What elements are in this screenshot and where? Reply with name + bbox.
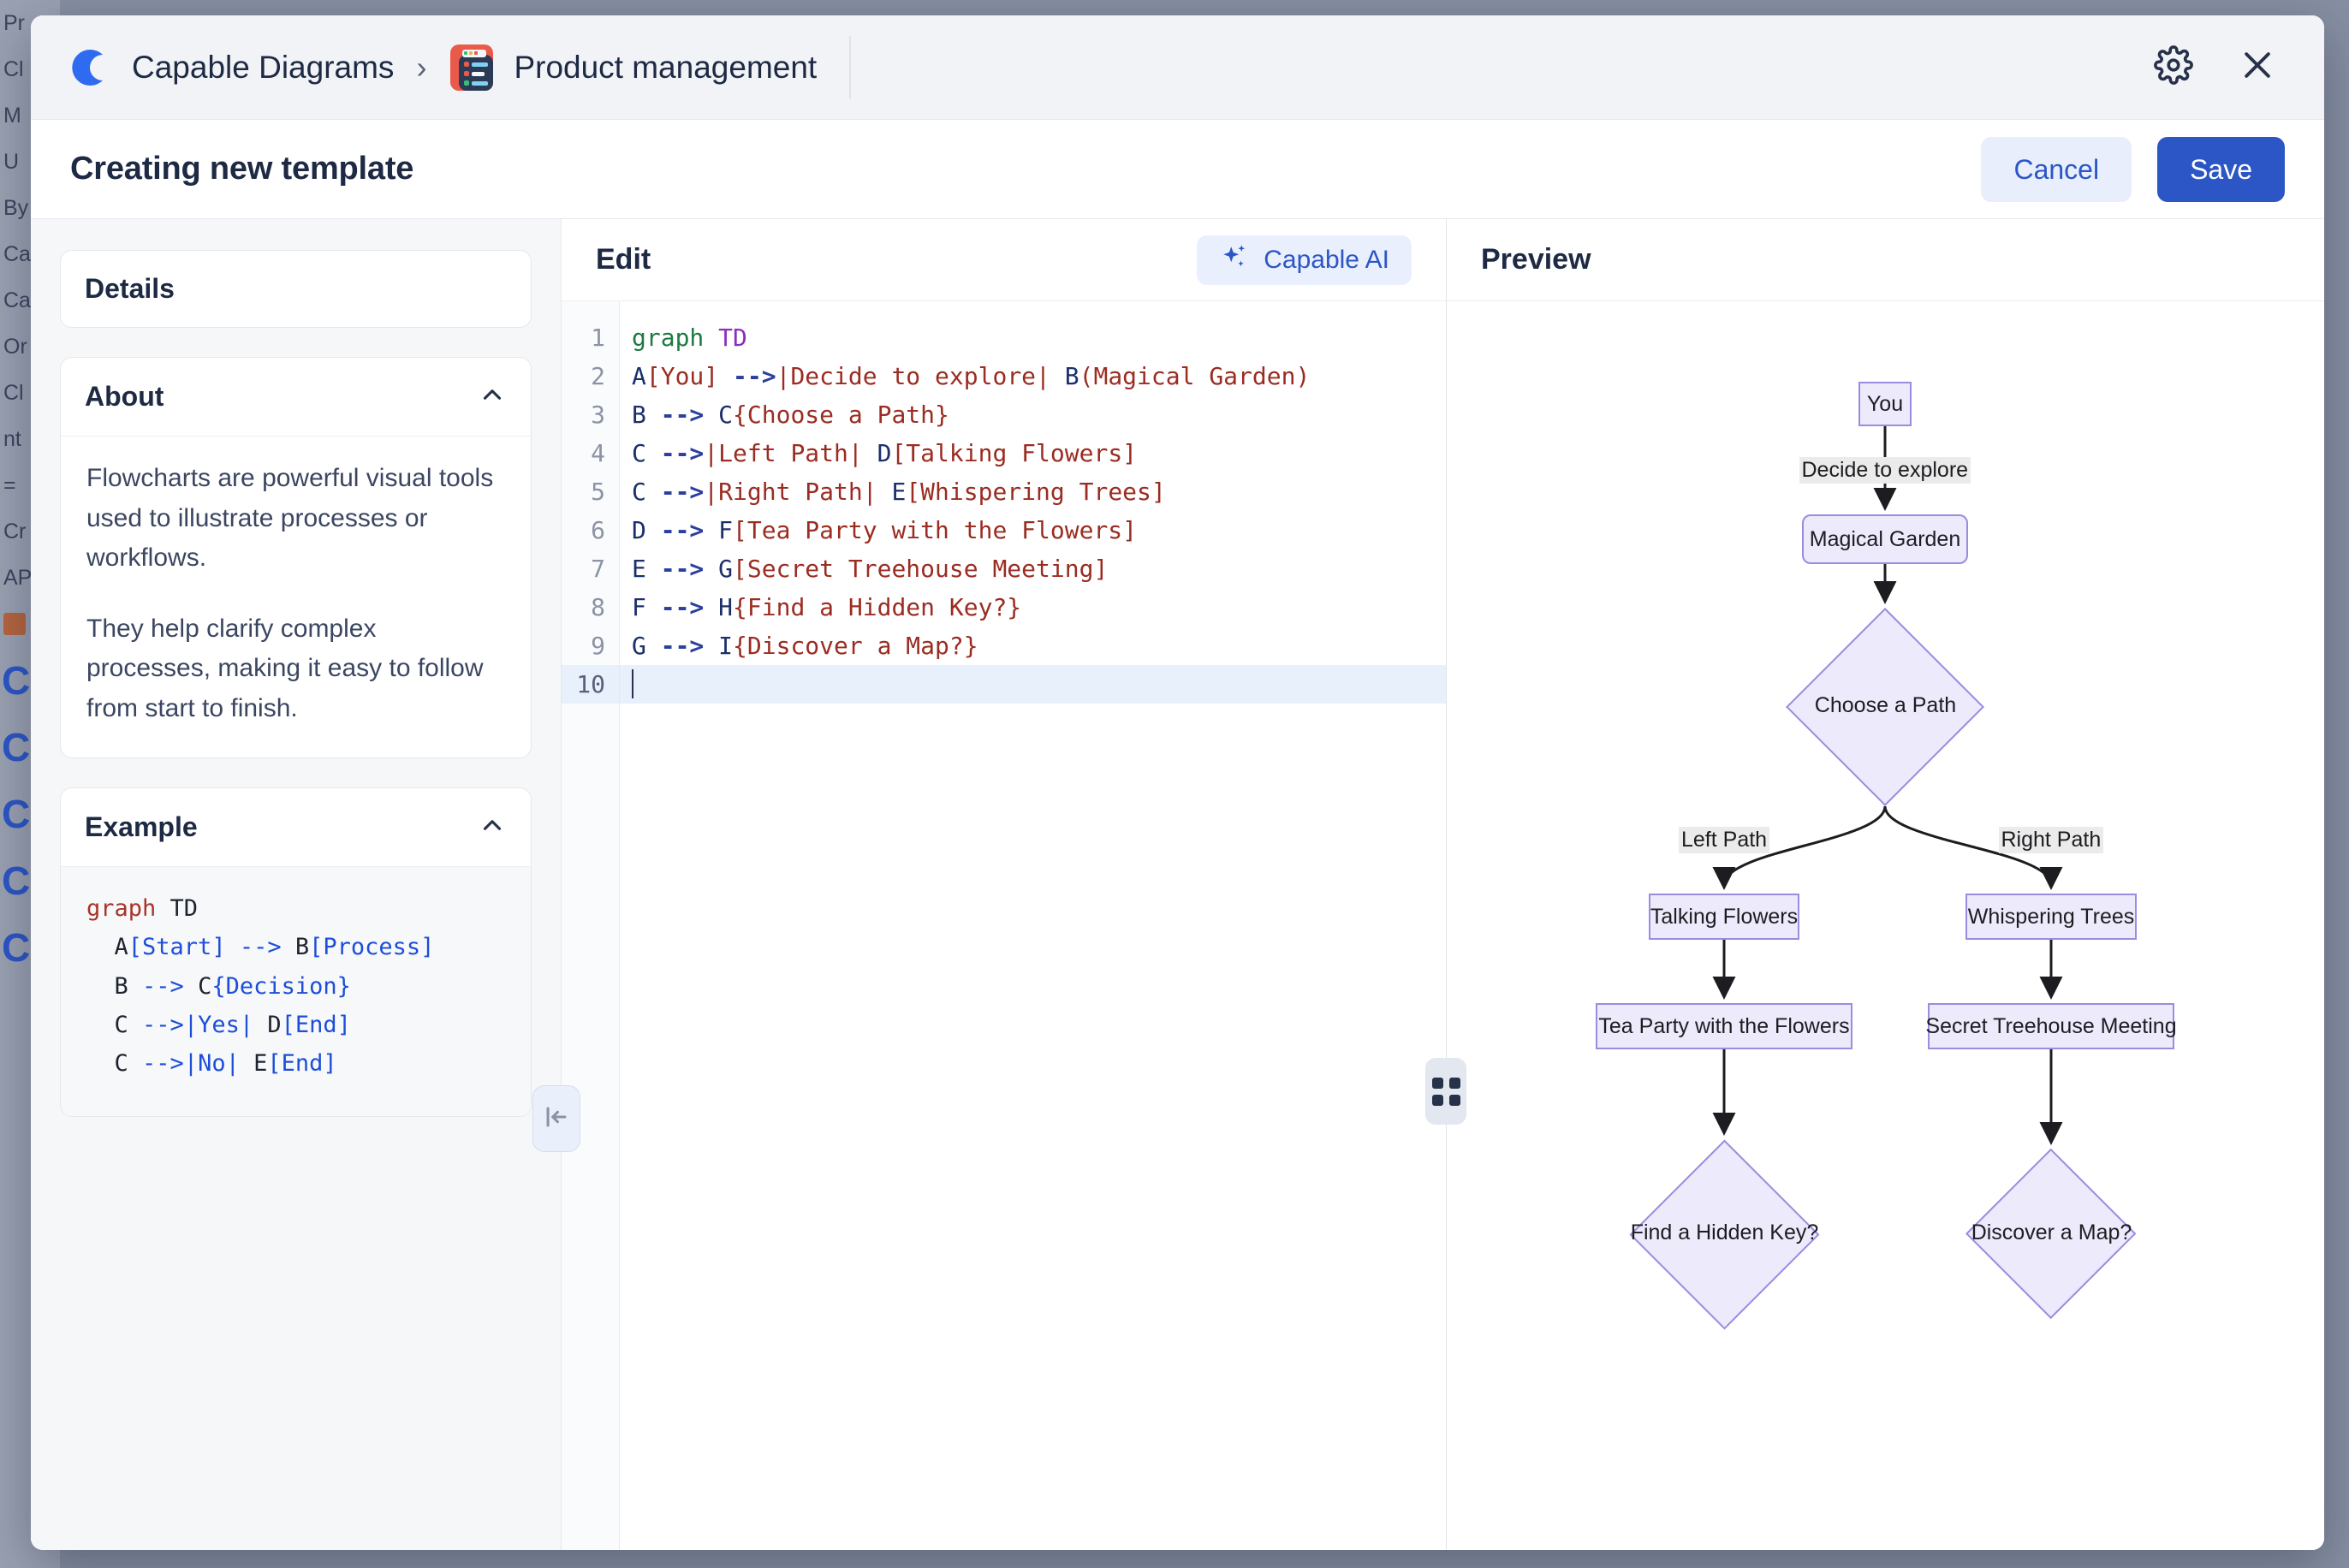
breadcrumb-workspace-label: Capable Diagrams xyxy=(132,50,394,86)
line-number: 6 xyxy=(562,511,619,549)
code-line[interactable]: E --> G[Secret Treehouse Meeting] xyxy=(620,549,1446,588)
about-paragraph: Flowcharts are powerful visual tools use… xyxy=(86,459,505,579)
line-number: 2 xyxy=(562,357,619,395)
details-title: Details xyxy=(85,273,175,305)
code-line[interactable] xyxy=(620,665,1446,704)
diagram-edge-label: Left Path xyxy=(1679,827,1769,853)
collapse-left-icon xyxy=(542,1102,571,1136)
line-number: 10 xyxy=(562,665,619,704)
breadcrumb-item-workspace[interactable]: Capable Diagrams xyxy=(63,43,394,92)
title-actions: Cancel Save xyxy=(1981,137,2285,202)
close-button[interactable] xyxy=(2230,40,2285,95)
about-paragraph: They help clarify complex processes, mak… xyxy=(86,609,505,729)
save-button[interactable]: Save xyxy=(2157,137,2285,202)
diagram-preview-canvas[interactable]: YouMagical GardenChoose a PathTalking Fl… xyxy=(1447,301,2324,1550)
line-number: 5 xyxy=(562,472,619,511)
cancel-button[interactable]: Cancel xyxy=(1981,137,2132,202)
code-line[interactable]: G --> I{Discover a Map?} xyxy=(620,627,1446,665)
about-body: Flowcharts are powerful visual tools use… xyxy=(61,436,531,757)
code-line[interactable]: A[You] -->|Decide to explore| B(Magical … xyxy=(620,357,1446,395)
breadcrumb-project-label: Product management xyxy=(514,50,817,86)
settings-button[interactable] xyxy=(2146,40,2201,95)
example-card: Example graph TD A[Start] --> B[Process]… xyxy=(60,787,532,1117)
chevron-up-icon[interactable] xyxy=(478,811,507,844)
template-editor-modal: Capable Diagrams › xyxy=(31,15,2324,1550)
collapse-left-panel-button[interactable] xyxy=(532,1085,580,1152)
code-line[interactable]: B --> C{Choose a Path} xyxy=(620,395,1446,434)
diagram-node-label: Discover a Map? xyxy=(1613,1221,2324,1245)
diagram-node-E[interactable]: Whispering Trees xyxy=(1965,894,2137,940)
diagram-edge-label: Decide to explore xyxy=(1799,457,1971,484)
breadcrumb: Capable Diagrams › xyxy=(31,15,2324,120)
diagram-node-D[interactable]: Talking Flowers xyxy=(1649,894,1799,940)
about-card-header[interactable]: About xyxy=(61,358,531,436)
line-number: 1 xyxy=(562,318,619,357)
editor-header: Edit Capable AI xyxy=(562,219,1446,301)
chevron-up-icon[interactable] xyxy=(478,380,507,413)
line-number-gutter: 12345678910 xyxy=(562,301,620,1550)
code-content[interactable]: graph TDA[You] -->|Decide to explore| B(… xyxy=(620,301,1446,1550)
code-line[interactable]: C -->|Right Path| E[Whispering Trees] xyxy=(620,472,1446,511)
breadcrumb-item-project[interactable]: Product management xyxy=(449,43,817,92)
product-management-icon xyxy=(449,43,495,92)
diagram-node-A[interactable]: You xyxy=(1858,382,1912,426)
diagram-edge-label: Right Path xyxy=(1999,827,2104,853)
preview-header: Preview xyxy=(1447,219,2324,301)
capable-ai-label: Capable AI xyxy=(1264,246,1389,275)
diagram-node-B[interactable]: Magical Garden xyxy=(1802,514,1968,564)
backdrop-thumbnail xyxy=(3,613,26,635)
breadcrumb-divider xyxy=(849,36,851,99)
preview-panel: Preview YouMagical GardenChoose a PathTa… xyxy=(1447,219,2324,1550)
line-number: 8 xyxy=(562,588,619,627)
close-icon xyxy=(2239,46,2276,88)
example-card-header[interactable]: Example xyxy=(61,788,531,866)
preview-title: Preview xyxy=(1481,243,1591,276)
capable-logo-icon xyxy=(63,43,113,92)
code-editor[interactable]: 12345678910 graph TDA[You] -->|Decide to… xyxy=(562,301,1446,1550)
about-card: About Flowcharts are powerful visual too… xyxy=(60,357,532,758)
line-number: 3 xyxy=(562,395,619,434)
editor-panel: Edit Capable AI 12345678910 graph TDA[Yo… xyxy=(562,219,1447,1550)
code-line[interactable]: D --> F[Tea Party with the Flowers] xyxy=(620,511,1446,549)
modal-body: Details About Flowcharts are powerful vi… xyxy=(31,219,2324,1550)
drag-handle-icon[interactable] xyxy=(1425,1058,1466,1125)
line-number: 9 xyxy=(562,627,619,665)
diagram-node-label: Choose a Path xyxy=(1447,693,2324,718)
capable-ai-button[interactable]: Capable AI xyxy=(1197,235,1412,285)
details-card-header[interactable]: Details xyxy=(61,251,531,327)
line-number: 4 xyxy=(562,434,619,472)
about-title: About xyxy=(85,381,164,413)
diagram-node-F[interactable]: Tea Party with the Flowers xyxy=(1596,1003,1852,1049)
example-title: Example xyxy=(85,811,198,843)
example-code-block: graph TD A[Start] --> B[Process] B --> C… xyxy=(61,866,531,1116)
code-line[interactable]: C -->|Left Path| D[Talking Flowers] xyxy=(620,434,1446,472)
breadcrumb-separator: › xyxy=(416,50,426,86)
modal-title-bar: Creating new template Cancel Save xyxy=(31,120,2324,219)
details-card[interactable]: Details xyxy=(60,250,532,328)
sparkle-icon xyxy=(1219,242,1250,277)
sidebar: Details About Flowcharts are powerful vi… xyxy=(31,219,562,1550)
gear-icon xyxy=(2154,45,2193,89)
code-line[interactable]: F --> H{Find a Hidden Key?} xyxy=(620,588,1446,627)
editor-title: Edit xyxy=(596,243,651,276)
page-title: Creating new template xyxy=(70,151,413,187)
line-number: 7 xyxy=(562,549,619,588)
diagram-node-G[interactable]: Secret Treehouse Meeting xyxy=(1928,1003,2174,1049)
code-line[interactable]: graph TD xyxy=(620,318,1446,357)
